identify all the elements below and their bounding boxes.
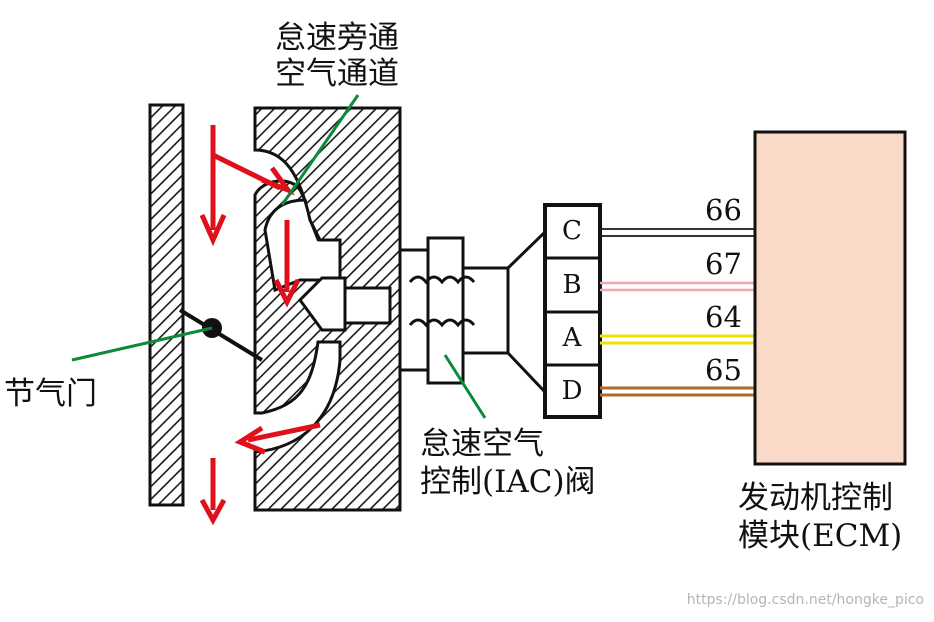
wire-number-64: 64 (705, 300, 742, 334)
leader-lines (71, 94, 487, 419)
label-iac-line1: 怠速空气 (420, 426, 544, 462)
leader-iac (443, 354, 487, 419)
bypass-channel (254, 148, 342, 292)
pin-letter-d: D (561, 376, 583, 406)
pin-letter-b: B (562, 270, 582, 300)
label-iac-line2: 控制(IAC)阀 (420, 464, 596, 500)
throttle-plate (178, 308, 264, 362)
pin-letter-c: C (562, 216, 582, 246)
arrow-down-bottom-left-head (199, 498, 227, 526)
iac-connector-taper (506, 228, 547, 396)
throttle-body-left-wall (148, 103, 185, 507)
leader-bypass (280, 94, 360, 206)
watermark: https://blog.csdn.net/hongke_pico (686, 592, 924, 608)
label-bypass-line1: 怠速旁通 (275, 20, 399, 56)
arrow-down-channel-head (273, 278, 301, 308)
arrow-down-top-left-head (199, 213, 227, 247)
pintle-shaft (343, 286, 392, 325)
label-throttle: 节气门 (4, 376, 97, 412)
label-ecm-line2: 模块(ECM) (738, 518, 903, 554)
arrow-out-bypass (247, 422, 321, 443)
ecm-box (753, 130, 907, 466)
label-bypass-line2: 空气通道 (275, 56, 399, 92)
wires (600, 228, 755, 397)
arrow-out-bypass-head (234, 425, 266, 455)
leader-throttle (71, 326, 213, 362)
arrow-into-bypass-head (261, 166, 295, 196)
pin-letter-a: A (562, 323, 582, 353)
wire-number-66: 66 (705, 193, 742, 227)
iac-valve-nut (426, 236, 465, 385)
airflow-arrows (199, 125, 321, 526)
label-ecm-line1: 发动机控制 (738, 480, 893, 516)
wire-number-65: 65 (705, 353, 742, 387)
iac-valve-body (461, 266, 510, 355)
iac-coil (408, 275, 476, 328)
wire-number-67: 67 (705, 247, 742, 281)
